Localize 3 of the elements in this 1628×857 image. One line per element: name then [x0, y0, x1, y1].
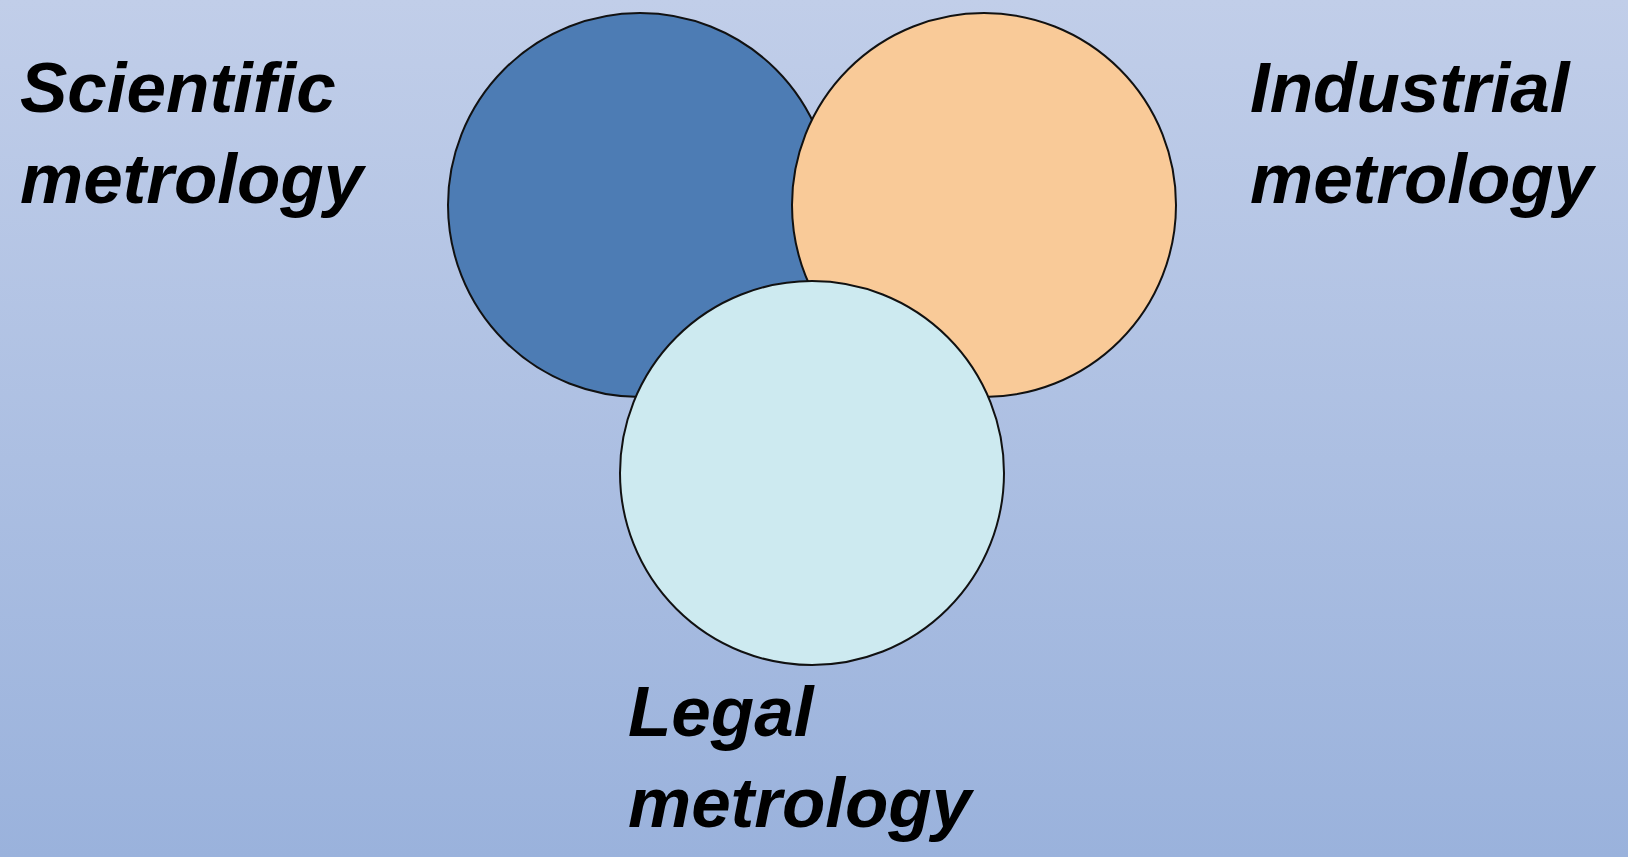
area-label: Legal metrology [628, 671, 975, 844]
area-label: Industrial metrology [1250, 47, 1597, 220]
area-label: Scientific metrology [20, 47, 367, 220]
